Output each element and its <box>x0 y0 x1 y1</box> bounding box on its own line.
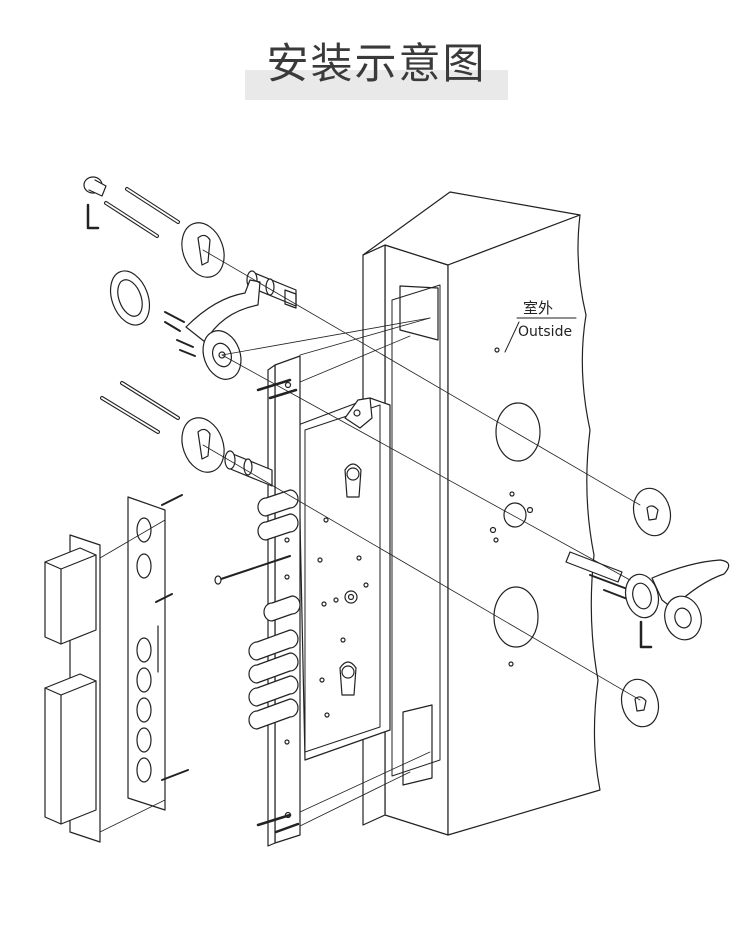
faceplate-screws <box>214 378 300 834</box>
lock-cylinder-bottom <box>224 450 273 487</box>
assembly-lines <box>202 249 641 827</box>
strike-plate <box>127 494 189 811</box>
lock-body <box>297 397 391 761</box>
long-screws-top <box>104 187 180 238</box>
door-leaf <box>362 191 601 836</box>
outside-label-en: Outside <box>518 324 572 340</box>
strike-box <box>44 519 166 843</box>
door-handle-icon <box>109 270 261 343</box>
long-screws-mid <box>100 381 180 434</box>
outside-rose-top <box>632 487 672 537</box>
bolts <box>248 489 301 730</box>
outside-handle-assembly <box>565 551 730 641</box>
outside-label: 室外 Outside <box>504 299 577 353</box>
page-title: 安装示意图 <box>266 39 487 88</box>
outside-label-cn: 室外 <box>523 299 553 317</box>
thumb-turn-knob <box>83 176 107 197</box>
title-band <box>245 70 508 100</box>
outside-rose-bottom <box>620 678 660 728</box>
allen-key-icon <box>86 203 100 230</box>
allen-key-right-icon <box>639 620 653 649</box>
